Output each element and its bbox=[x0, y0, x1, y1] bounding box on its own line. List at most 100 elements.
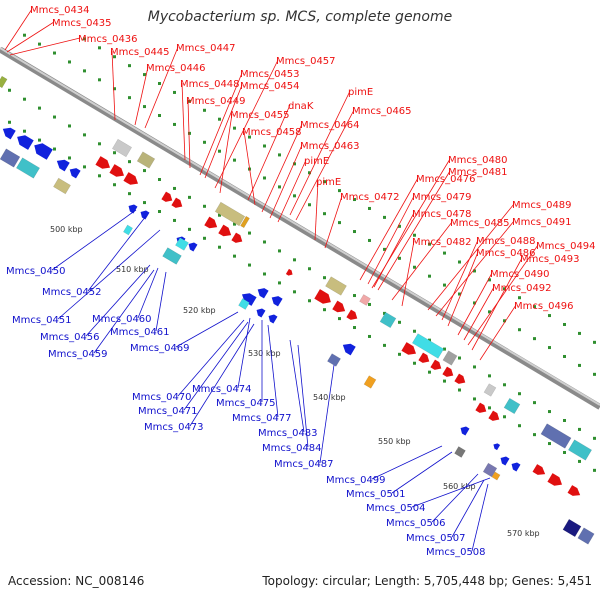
forward-gene-label[interactable]: pimE bbox=[304, 156, 329, 167]
reverse-gene-label[interactable]: Mmcs_0473 bbox=[144, 422, 204, 433]
forward-gene-label[interactable]: Mmcs_0464 bbox=[300, 120, 360, 131]
forward-gene-label[interactable]: Mmcs_0482 bbox=[412, 237, 472, 248]
tick-dot bbox=[113, 183, 116, 187]
reverse-gene-block bbox=[491, 471, 501, 481]
reverse-gene-label[interactable]: Mmcs_0461 bbox=[110, 327, 170, 338]
forward-gene-label[interactable]: Mmcs_0476 bbox=[416, 174, 476, 185]
forward-gene-label[interactable]: Mmcs_0447 bbox=[176, 43, 236, 54]
reverse-gene-label[interactable]: Mmcs_0459 bbox=[48, 349, 108, 360]
reverse-leader-line bbox=[391, 451, 453, 494]
forward-gene-label[interactable]: Mmcs_0480 bbox=[448, 155, 508, 166]
tick-dot bbox=[533, 433, 536, 437]
reverse-gene-label[interactable]: Mmcs_0507 bbox=[406, 533, 466, 544]
reverse-gene-label[interactable]: Mmcs_0501 bbox=[346, 489, 406, 500]
reverse-gene-label[interactable]: Mmcs_0470 bbox=[132, 392, 192, 403]
reverse-gene-block bbox=[123, 224, 133, 236]
forward-gene-label[interactable]: Mmcs_0485 bbox=[450, 218, 510, 229]
tick-dot bbox=[188, 99, 191, 103]
forward-gene-arrow bbox=[231, 232, 243, 243]
reverse-leader-line bbox=[289, 339, 305, 433]
reverse-gene-arrow bbox=[268, 314, 278, 324]
tick-dot bbox=[293, 194, 296, 198]
forward-gene-label[interactable]: Mmcs_0453 bbox=[240, 69, 300, 80]
tick-dot bbox=[113, 87, 116, 91]
tick-dot bbox=[338, 221, 341, 225]
tick-dot bbox=[413, 329, 416, 333]
forward-leader-line bbox=[269, 144, 303, 219]
forward-gene-label[interactable]: Mmcs_0445 bbox=[110, 47, 170, 58]
tick-dot bbox=[353, 294, 356, 298]
forward-gene-label[interactable]: Mmcs_0488 bbox=[476, 236, 536, 247]
forward-gene-label[interactable]: Mmcs_0481 bbox=[448, 167, 508, 178]
tick-dot bbox=[8, 120, 11, 124]
forward-leader-line bbox=[463, 286, 495, 341]
forward-gene-label[interactable]: Mmcs_0479 bbox=[412, 192, 472, 203]
reverse-gene-label[interactable]: Mmcs_0487 bbox=[274, 459, 334, 470]
reverse-gene-label[interactable]: Mmcs_0469 bbox=[130, 343, 190, 354]
forward-gene-arrow bbox=[204, 216, 218, 229]
forward-gene-label[interactable]: Mmcs_0472 bbox=[340, 192, 400, 203]
tick-dot bbox=[23, 33, 26, 37]
reverse-gene-label[interactable]: Mmcs_0460 bbox=[92, 314, 152, 325]
forward-gene-label[interactable]: Mmcs_0454 bbox=[240, 81, 300, 92]
forward-gene-label[interactable]: dnaK bbox=[288, 101, 314, 112]
forward-gene-label[interactable]: Mmcs_0455 bbox=[230, 110, 290, 121]
forward-gene-label[interactable]: Mmcs_0436 bbox=[78, 34, 138, 45]
forward-gene-label[interactable]: pimE bbox=[348, 87, 373, 98]
reverse-gene-label[interactable]: Mmcs_0451 bbox=[12, 315, 72, 326]
reverse-gene-label[interactable]: Mmcs_0471 bbox=[138, 406, 198, 417]
forward-gene-label[interactable]: Mmcs_0458 bbox=[242, 127, 302, 138]
reverse-gene-label[interactable]: Mmcs_0474 bbox=[192, 384, 252, 395]
forward-gene-arrow bbox=[218, 224, 232, 237]
tick-dot bbox=[593, 468, 596, 472]
tick-dot bbox=[563, 450, 566, 454]
tick-dot bbox=[323, 276, 326, 280]
reverse-gene-label[interactable]: Mmcs_0506 bbox=[386, 518, 446, 529]
forward-gene-label[interactable]: Mmcs_0491 bbox=[512, 217, 572, 228]
forward-gene-label[interactable]: pimE bbox=[316, 177, 341, 188]
forward-gene-label[interactable]: Mmcs_0448 bbox=[180, 79, 240, 90]
tick-dot bbox=[563, 322, 566, 326]
forward-gene-label[interactable]: Mmcs_0492 bbox=[492, 283, 552, 294]
forward-gene-label[interactable]: Mmcs_0496 bbox=[514, 301, 574, 312]
tick-dot bbox=[473, 397, 476, 401]
forward-gene-label[interactable]: Mmcs_0449 bbox=[186, 96, 246, 107]
forward-gene-label[interactable]: Mmcs_0478 bbox=[412, 209, 472, 220]
reverse-gene-label[interactable]: Mmcs_0477 bbox=[232, 413, 292, 424]
tick-dot bbox=[68, 60, 71, 64]
forward-gene-label[interactable]: Mmcs_0457 bbox=[276, 56, 336, 67]
reverse-gene-label[interactable]: Mmcs_0504 bbox=[366, 503, 426, 514]
tick-dot bbox=[398, 320, 401, 324]
forward-gene-label[interactable]: Mmcs_0490 bbox=[490, 269, 550, 280]
reverse-gene-label[interactable]: Mmcs_0475 bbox=[216, 398, 276, 409]
reverse-gene-label[interactable]: Mmcs_0484 bbox=[262, 443, 322, 454]
reverse-leader-line bbox=[471, 483, 489, 552]
forward-gene-label[interactable]: Mmcs_0446 bbox=[146, 63, 206, 74]
reverse-leader-line bbox=[189, 323, 255, 427]
forward-gene-label[interactable]: Mmcs_0465 bbox=[352, 106, 412, 117]
tick-dot bbox=[533, 305, 536, 309]
forward-gene-label[interactable]: Mmcs_0434 bbox=[30, 5, 90, 16]
forward-gene-label[interactable]: Mmcs_0486 bbox=[476, 248, 536, 259]
tick-dot bbox=[413, 361, 416, 365]
tick-dot bbox=[128, 96, 131, 100]
forward-gene-label[interactable]: Mmcs_0463 bbox=[300, 141, 360, 152]
forward-gene-arrow bbox=[418, 352, 430, 363]
reverse-gene-label[interactable]: Mmcs_0499 bbox=[326, 475, 386, 486]
forward-gene-label[interactable]: Mmcs_0493 bbox=[520, 254, 580, 265]
tick-dot bbox=[233, 254, 236, 258]
forward-gene-label[interactable]: Mmcs_0489 bbox=[512, 200, 572, 211]
tick-dot bbox=[593, 372, 596, 376]
forward-leader-line bbox=[435, 220, 515, 317]
tick-dot bbox=[143, 105, 146, 109]
reverse-gene-label[interactable]: Mmcs_0450 bbox=[6, 266, 66, 277]
reverse-gene-label[interactable]: Mmcs_0483 bbox=[258, 428, 318, 439]
reverse-gene-label[interactable]: Mmcs_0508 bbox=[426, 547, 486, 558]
tick-dot bbox=[428, 242, 431, 246]
forward-gene-block bbox=[240, 215, 250, 229]
tick-dot bbox=[143, 201, 146, 205]
reverse-gene-label[interactable]: Mmcs_0452 bbox=[42, 287, 102, 298]
forward-gene-label[interactable]: Mmcs_0435 bbox=[52, 18, 112, 29]
reverse-gene-label[interactable]: Mmcs_0456 bbox=[40, 332, 100, 343]
forward-gene-label[interactable]: Mmcs_0494 bbox=[536, 241, 596, 252]
